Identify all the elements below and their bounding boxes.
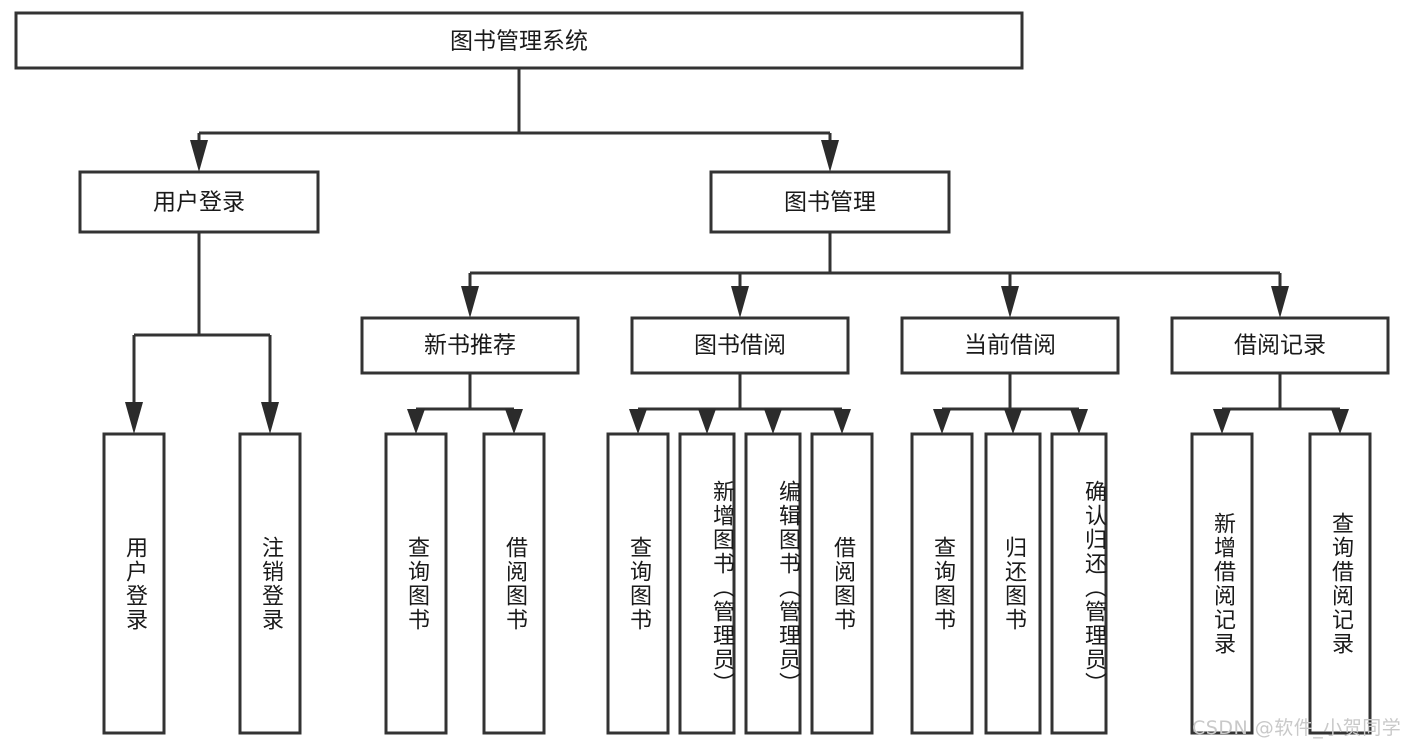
arrow-head-new-book-recommend <box>461 286 479 318</box>
node-leaf-borrow-book-1[interactable] <box>482 432 546 735</box>
node-leaf-query-record[interactable] <box>1308 432 1372 735</box>
arrow-head-leaf-add-book <box>698 409 716 434</box>
node-layer: 图书管理系统 用户登录 图书管理 新书推荐 图书借阅 当前借阅 借阅记录 <box>14 11 1390 735</box>
arrow-head-book-borrow <box>731 286 749 318</box>
node-current-borrow-label: 当前借阅 <box>964 333 1056 359</box>
node-borrow-record[interactable] <box>1170 316 1390 375</box>
node-leaf-edit-book[interactable] <box>744 432 802 735</box>
node-borrow-record-label: 借阅记录 <box>1234 333 1326 359</box>
node-root[interactable] <box>14 11 1024 70</box>
node-user-login-label: 用户登录 <box>153 190 245 216</box>
node-leaf-query-book-3[interactable] <box>910 432 974 735</box>
node-leaf-query-book-1[interactable] <box>384 432 448 735</box>
node-leaf-logout[interactable] <box>238 432 302 735</box>
node-leaf-confirm-return[interactable] <box>1050 432 1108 735</box>
node-leaf-query-book-2[interactable] <box>606 432 670 735</box>
arrow-head-leaf-add-record <box>1213 409 1231 434</box>
arrow-head-leaf-query-book-1 <box>407 409 425 434</box>
arrow-head-leaf-return-book <box>1004 409 1022 434</box>
connector-layer <box>125 68 1349 434</box>
arrow-head-user-login <box>190 140 208 172</box>
node-new-book-recommend-label: 新书推荐 <box>424 333 516 359</box>
node-book-borrow-label: 图书借阅 <box>694 333 786 359</box>
arrow-head-leaf-logout <box>261 402 279 434</box>
node-book-borrow[interactable] <box>630 316 850 375</box>
arrow-head-leaf-query-record <box>1331 409 1349 434</box>
arrow-head-leaf-borrow-book-2 <box>833 409 851 434</box>
arrow-head-current-borrow <box>1001 286 1019 318</box>
arrow-head-leaf-query-book-2 <box>629 409 647 434</box>
arrow-head-leaf-query-book-3 <box>933 409 951 434</box>
node-user-login[interactable] <box>78 170 320 234</box>
node-leaf-add-record[interactable] <box>1190 432 1254 735</box>
csdn-watermark: CSDN @软件_小贺同学 <box>1192 717 1402 739</box>
node-root-label: 图书管理系统 <box>450 29 588 55</box>
arrow-head-borrow-record <box>1271 286 1289 318</box>
node-leaf-user-login[interactable] <box>102 432 166 735</box>
node-new-book-recommend[interactable] <box>360 316 580 375</box>
arrow-head-leaf-edit-book <box>764 409 782 434</box>
arrow-head-leaf-user-login <box>125 402 143 434</box>
arrow-head-leaf-confirm-return <box>1070 409 1088 434</box>
arrow-head-leaf-borrow-book-1 <box>505 409 523 434</box>
node-book-manage[interactable] <box>709 170 951 234</box>
node-leaf-borrow-book-2[interactable] <box>810 432 874 735</box>
node-current-borrow[interactable] <box>900 316 1120 375</box>
node-book-manage-label: 图书管理 <box>784 190 876 216</box>
node-leaf-add-book[interactable] <box>678 432 736 735</box>
arrow-head-book-manage <box>821 140 839 172</box>
node-leaf-return-book[interactable] <box>984 432 1042 735</box>
